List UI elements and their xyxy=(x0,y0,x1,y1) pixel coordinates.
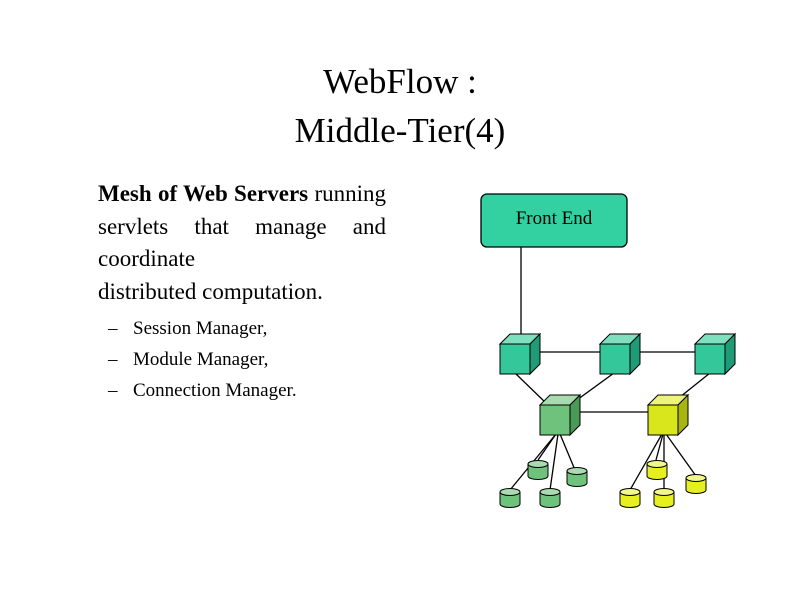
yellow-database xyxy=(619,488,641,508)
list-item: –Session Manager, xyxy=(108,318,268,339)
slide-title: WebFlow : Middle-Tier(4) xyxy=(0,57,800,155)
teal-server xyxy=(598,332,642,376)
paragraph-bold-lead: Mesh of Web Servers xyxy=(98,181,309,206)
paragraph-tail: distributed computation. xyxy=(98,278,323,304)
green-database xyxy=(499,488,521,508)
paragraph-body: running servlets that manage and coordin… xyxy=(98,181,386,271)
yellow-database xyxy=(653,488,675,508)
green-database xyxy=(527,460,549,480)
title-line-2: Middle-Tier(4) xyxy=(294,111,506,150)
list-item: –Connection Manager. xyxy=(108,380,297,401)
front-end-box xyxy=(480,193,628,248)
green-database xyxy=(566,467,588,487)
yellow-server xyxy=(646,393,690,437)
teal-server xyxy=(498,332,542,376)
list-item: –Module Manager, xyxy=(108,349,269,370)
title-line-1: WebFlow : xyxy=(323,62,477,101)
mesh-connections xyxy=(509,246,711,491)
green-database xyxy=(539,488,561,508)
teal-server xyxy=(693,332,737,376)
description-paragraph: Mesh of Web Servers running servlets tha… xyxy=(98,178,386,308)
yellow-database xyxy=(646,460,668,480)
manager-list: –Session Manager, –Module Manager, –Conn… xyxy=(108,313,297,406)
front-end-label: Front End xyxy=(515,207,593,229)
yellow-database xyxy=(685,474,707,494)
green-server xyxy=(538,393,582,437)
